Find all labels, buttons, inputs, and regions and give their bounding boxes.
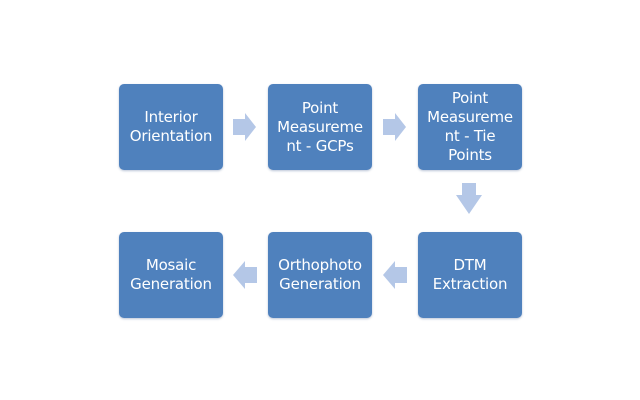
step-label: Interior Orientation	[129, 108, 213, 145]
step-label: DTM Extraction	[432, 256, 508, 293]
step-label: Point Measureme nt - GCPs	[277, 98, 363, 155]
arrow-right-icon	[233, 113, 256, 141]
step-label: Mosaic Generation	[130, 256, 212, 293]
step-point-measurement-tie-points: Point Measureme nt - Tie Points	[418, 84, 522, 170]
arrow-left-icon	[233, 261, 257, 289]
step-label: Point Measureme nt - Tie Points	[427, 89, 513, 164]
arrow-left-icon	[383, 261, 407, 289]
step-label: Orthophoto Generation	[278, 256, 362, 293]
step-dtm-extraction: DTM Extraction	[418, 232, 522, 318]
arrow-right-icon	[383, 113, 406, 141]
step-mosaic-generation: Mosaic Generation	[119, 232, 223, 318]
step-point-measurement-gcps: Point Measureme nt - GCPs	[268, 84, 372, 170]
step-orthophoto-generation: Orthophoto Generation	[268, 232, 372, 318]
step-interior-orientation: Interior Orientation	[119, 84, 223, 170]
arrow-down-icon	[456, 183, 482, 214]
